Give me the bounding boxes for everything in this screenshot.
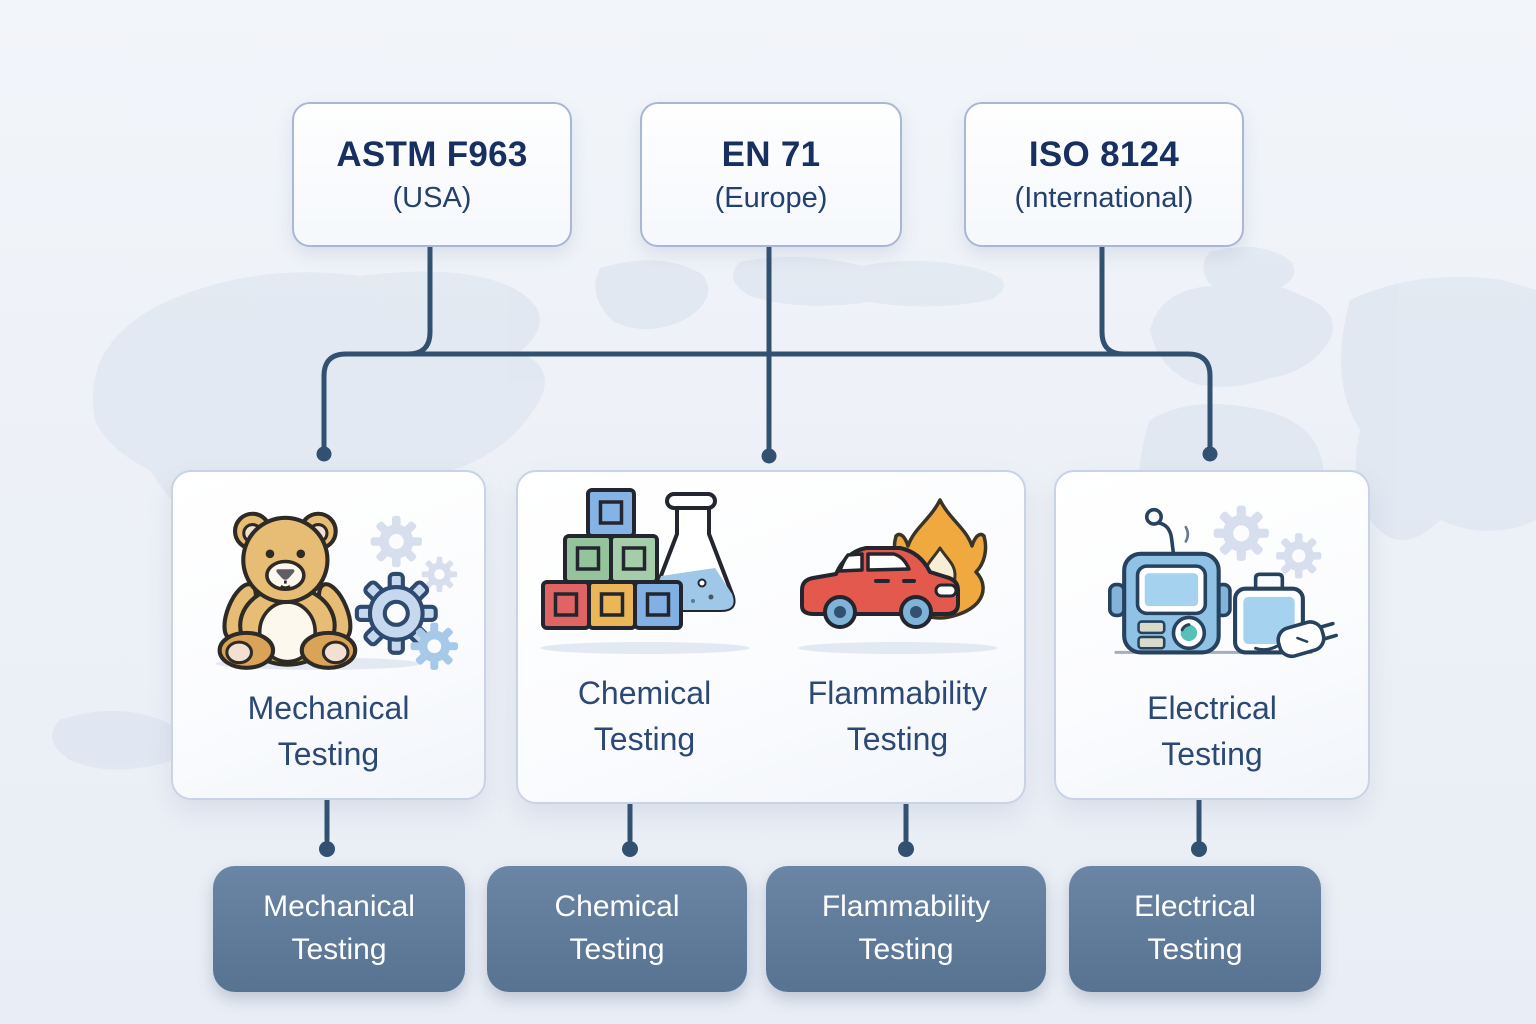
test-card-label: Mechanical Testing [247,690,410,773]
connector-dot [761,448,777,464]
ghost-gear-icon [370,515,422,568]
test-card-mechanical: Mechanical Testing [171,470,486,800]
test-card-label: Flammability Testing [807,675,988,758]
standard-region: (Europe) [714,181,828,214]
button-mechanical-testing: Mechanical Testing [213,866,465,992]
robot-battery-and-plug-icon [1107,505,1338,659]
test-card-chemical-flammability: Chemical Testing [516,470,1026,804]
standard-name: ISO 8124 [1028,134,1180,174]
standard-box-astm-f963: ASTM F963 (USA) [292,102,572,247]
connector-astm-stub [405,240,433,357]
standard-name: ASTM F963 [336,134,528,174]
connector-dot [1191,841,1207,857]
toy-car-and-flame-icon [797,498,998,654]
toy-car-icon [799,546,960,629]
test-card-label: Electrical Testing [1147,690,1277,773]
toy-blocks-and-flask-icon [539,488,750,654]
connector-dot [319,841,335,857]
button-chemical-testing: Chemical Testing [487,866,747,992]
connector-iso-stub [1099,240,1127,357]
standard-region: (International) [1014,181,1194,214]
test-card-label: Chemical Testing [577,675,712,758]
flammability-testing-column: Flammability Testing [771,472,1024,762]
plug-icon [1253,620,1338,659]
robot-icon [1107,507,1232,655]
connector-dot [1202,446,1218,462]
connector-bus [321,351,1213,453]
teddy-bear-and-gears-icon [215,511,458,670]
teddy-bear-icon [217,511,358,670]
button-flammability-testing: Flammability Testing [766,866,1046,992]
ghost-gear-icon [1275,533,1321,579]
toy-blocks-icon [540,488,683,630]
small-gear-icon [410,622,458,670]
test-card-electrical: Electrical Testing [1054,470,1370,800]
button-electrical-testing: Electrical Testing [1069,866,1321,992]
chemical-testing-column: Chemical Testing [518,472,771,762]
ghost-gear-icon [1213,505,1269,561]
connector-dot [622,841,638,857]
standard-name: EN 71 [721,134,821,174]
standard-box-iso8124: ISO 8124 (International) [964,102,1244,247]
connector-dot [898,841,914,857]
standard-region: (USA) [392,181,472,214]
connector-dot [316,446,332,462]
standard-box-en71: EN 71 (Europe) [640,102,902,247]
